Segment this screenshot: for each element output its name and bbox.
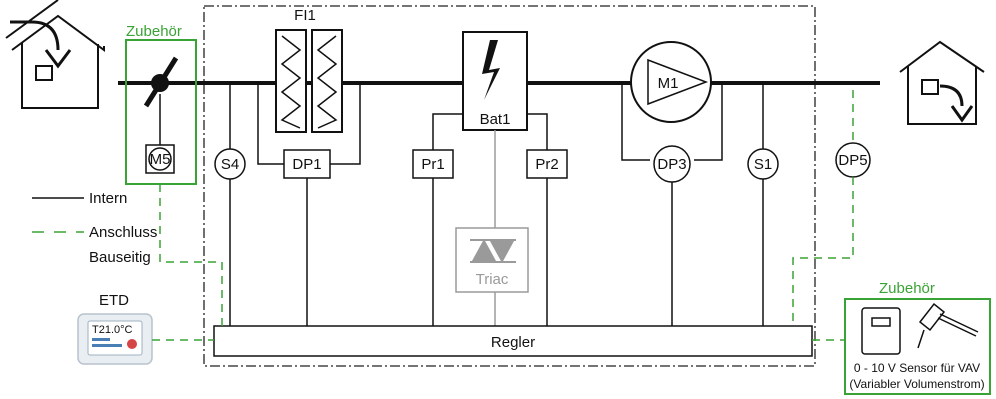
legend-bauseitig: Bauseitig [89,249,151,266]
damper-accessory-box [125,39,197,185]
pressure-dp5-label: DP5 [838,152,867,169]
fan-motor-label: M1 [658,75,679,92]
etd-device-icon: T21.0°C [77,313,153,365]
lightning-icon [482,40,500,100]
triac-label: Triac [476,271,509,288]
controller-box [213,325,813,357]
house-inlet-icon [5,0,105,109]
damper-motor-label: M5 [150,151,171,168]
vav-sensor-line2: (Variabler Volumenstrom) [849,377,984,391]
fan-triangle-icon [647,58,709,106]
pressure-pr2-box [526,149,568,179]
vav-accessory-box [844,298,991,395]
legend-intern: Intern [89,190,127,207]
vav-sensor-line1: 0 - 10 V Sensor für VAV [854,361,980,375]
house-outlet-icon [899,40,985,125]
legend-anschluss: Anschluss [89,224,157,241]
fan-motor-circle [630,41,712,123]
accessory-right-title: Zubehör [879,280,935,297]
pressure-dp1-box [283,149,331,179]
pressure-pr2-label: Pr2 [535,156,558,173]
pressure-dp3-label: DP3 [657,156,686,173]
damper-icon [143,56,179,108]
pressure-pr1-label: Pr1 [421,156,444,173]
pressure-dp1-label: DP1 [292,156,321,173]
triac-icon [470,238,516,264]
filter-icon [275,29,343,133]
svg-text:T21.0°C: T21.0°C [92,324,133,336]
sensor-s1-label: S1 [754,156,772,173]
controller-label: Regler [491,334,535,351]
vav-sensor-box-icon [861,307,901,355]
duct-probe-icon [917,302,979,349]
battery-label: Bat1 [480,111,511,128]
etd-label: ETD [99,292,129,309]
accessory-left-title: Zubehör [126,23,182,40]
damper-motor-box [145,144,175,174]
filter-label: FI1 [294,7,316,24]
sensor-s4-label: S4 [221,156,239,173]
